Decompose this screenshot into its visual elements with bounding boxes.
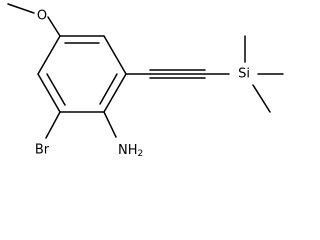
ring-bond-c5-c6 bbox=[37, 73, 61, 113]
molecule-structure: O Br NH2 Si bbox=[7, 3, 284, 160]
bond-silicon-methyl-down bbox=[252, 84, 271, 113]
ring-bond-c4-c5 bbox=[37, 35, 61, 75]
atom-label-bromine: Br bbox=[35, 143, 50, 158]
bond-oxygen-methyl bbox=[7, 3, 35, 14]
ring-bond-c1-c2 bbox=[103, 73, 127, 113]
atom-label-amine: NH2 bbox=[118, 143, 143, 160]
atom-label-silicon: Si bbox=[238, 67, 250, 82]
bond-ring-amine bbox=[103, 111, 117, 138]
atom-label-amine-subscript: 2 bbox=[138, 149, 144, 159]
atom-label-amine-main: NH bbox=[118, 143, 138, 158]
ring-double-bond-inner-1 bbox=[99, 73, 118, 105]
atom-label-oxygen: O bbox=[37, 9, 47, 24]
ring-bond-c2-c3 bbox=[103, 35, 127, 75]
bond-ring-bromine bbox=[45, 111, 61, 139]
ring-double-bond-inner-3 bbox=[46, 73, 66, 106]
bond-ring-oxygen bbox=[47, 16, 61, 37]
